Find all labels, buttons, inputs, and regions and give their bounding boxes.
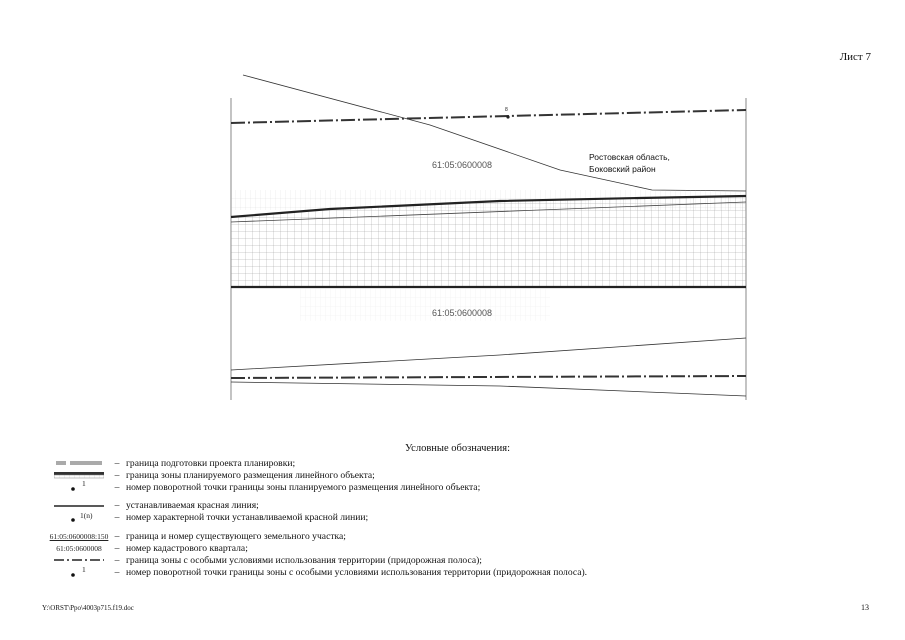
region-label-line2: Боковский район	[589, 164, 656, 174]
boundary-point-marker	[506, 115, 510, 119]
legend-item: – граница подготовки проекта планировки;	[50, 457, 870, 469]
legend-item: 61:05:0600008:150 – граница и номер суще…	[49, 530, 346, 542]
planned-zone-top-boundary	[230, 194, 747, 219]
legend-item: – устанавливаемая красная линия;	[50, 500, 870, 512]
red-line-point-symbol: 1(n)	[50, 511, 108, 524]
lower-diagonal-boundary	[230, 337, 747, 371]
planning-drawing: 8 61:05:0600008 61:05:0600008 Ростовская…	[230, 74, 747, 400]
project-boundary-symbol	[50, 457, 108, 469]
bottom-diagonal-line	[230, 381, 747, 397]
land-plot-symbol: 61:05:0600008:150	[49, 531, 109, 541]
planned-zone-symbol	[50, 469, 108, 481]
file-path: Y:\ORST\Ppo\4003p715.f19.doc	[42, 604, 134, 612]
cadastral-quarter-label-bottom: 61:05:0600008	[432, 308, 492, 318]
legend-item: – граница зоны планируемого размещения л…	[50, 469, 870, 481]
legend-title: Условные обозначения:	[405, 443, 511, 454]
legend: – граница подготовки проекта планировки;…	[50, 457, 870, 579]
top-roadside-boundary	[230, 109, 747, 124]
legend-item: – граница зоны с особыми условиями испол…	[50, 554, 870, 566]
legend-item: 1 – номер поворотной точки границы зоны …	[50, 565, 870, 579]
roadside-point-symbol: 1	[50, 565, 108, 579]
turning-point-symbol: 1	[50, 479, 108, 493]
diagonal-road-line	[242, 74, 747, 192]
scatter-area-lower	[300, 289, 550, 321]
sheet-label: Лист 7	[839, 51, 871, 63]
cadastral-quarter-symbol: 61:05:0600008	[56, 543, 102, 553]
page-number: 13	[861, 603, 869, 612]
legend-item: 1 – номер поворотной точки границы зоны …	[50, 479, 870, 493]
cadastral-quarter-label-top: 61:05:0600008	[432, 160, 492, 170]
roadside-zone-symbol	[50, 554, 108, 566]
red-line-symbol	[50, 500, 108, 512]
region-label-line1: Ростовская область,	[589, 152, 670, 162]
planned-object-zone	[231, 196, 746, 287]
bottom-roadside-boundary	[230, 375, 747, 379]
legend-item: 1(n) – номер характерной точки устанавли…	[50, 511, 870, 524]
top-point-label: 8	[505, 107, 508, 113]
legend-item: 61:05:0600008 – номер кадастрового кварт…	[50, 542, 870, 554]
red-line-upper	[230, 201, 747, 223]
